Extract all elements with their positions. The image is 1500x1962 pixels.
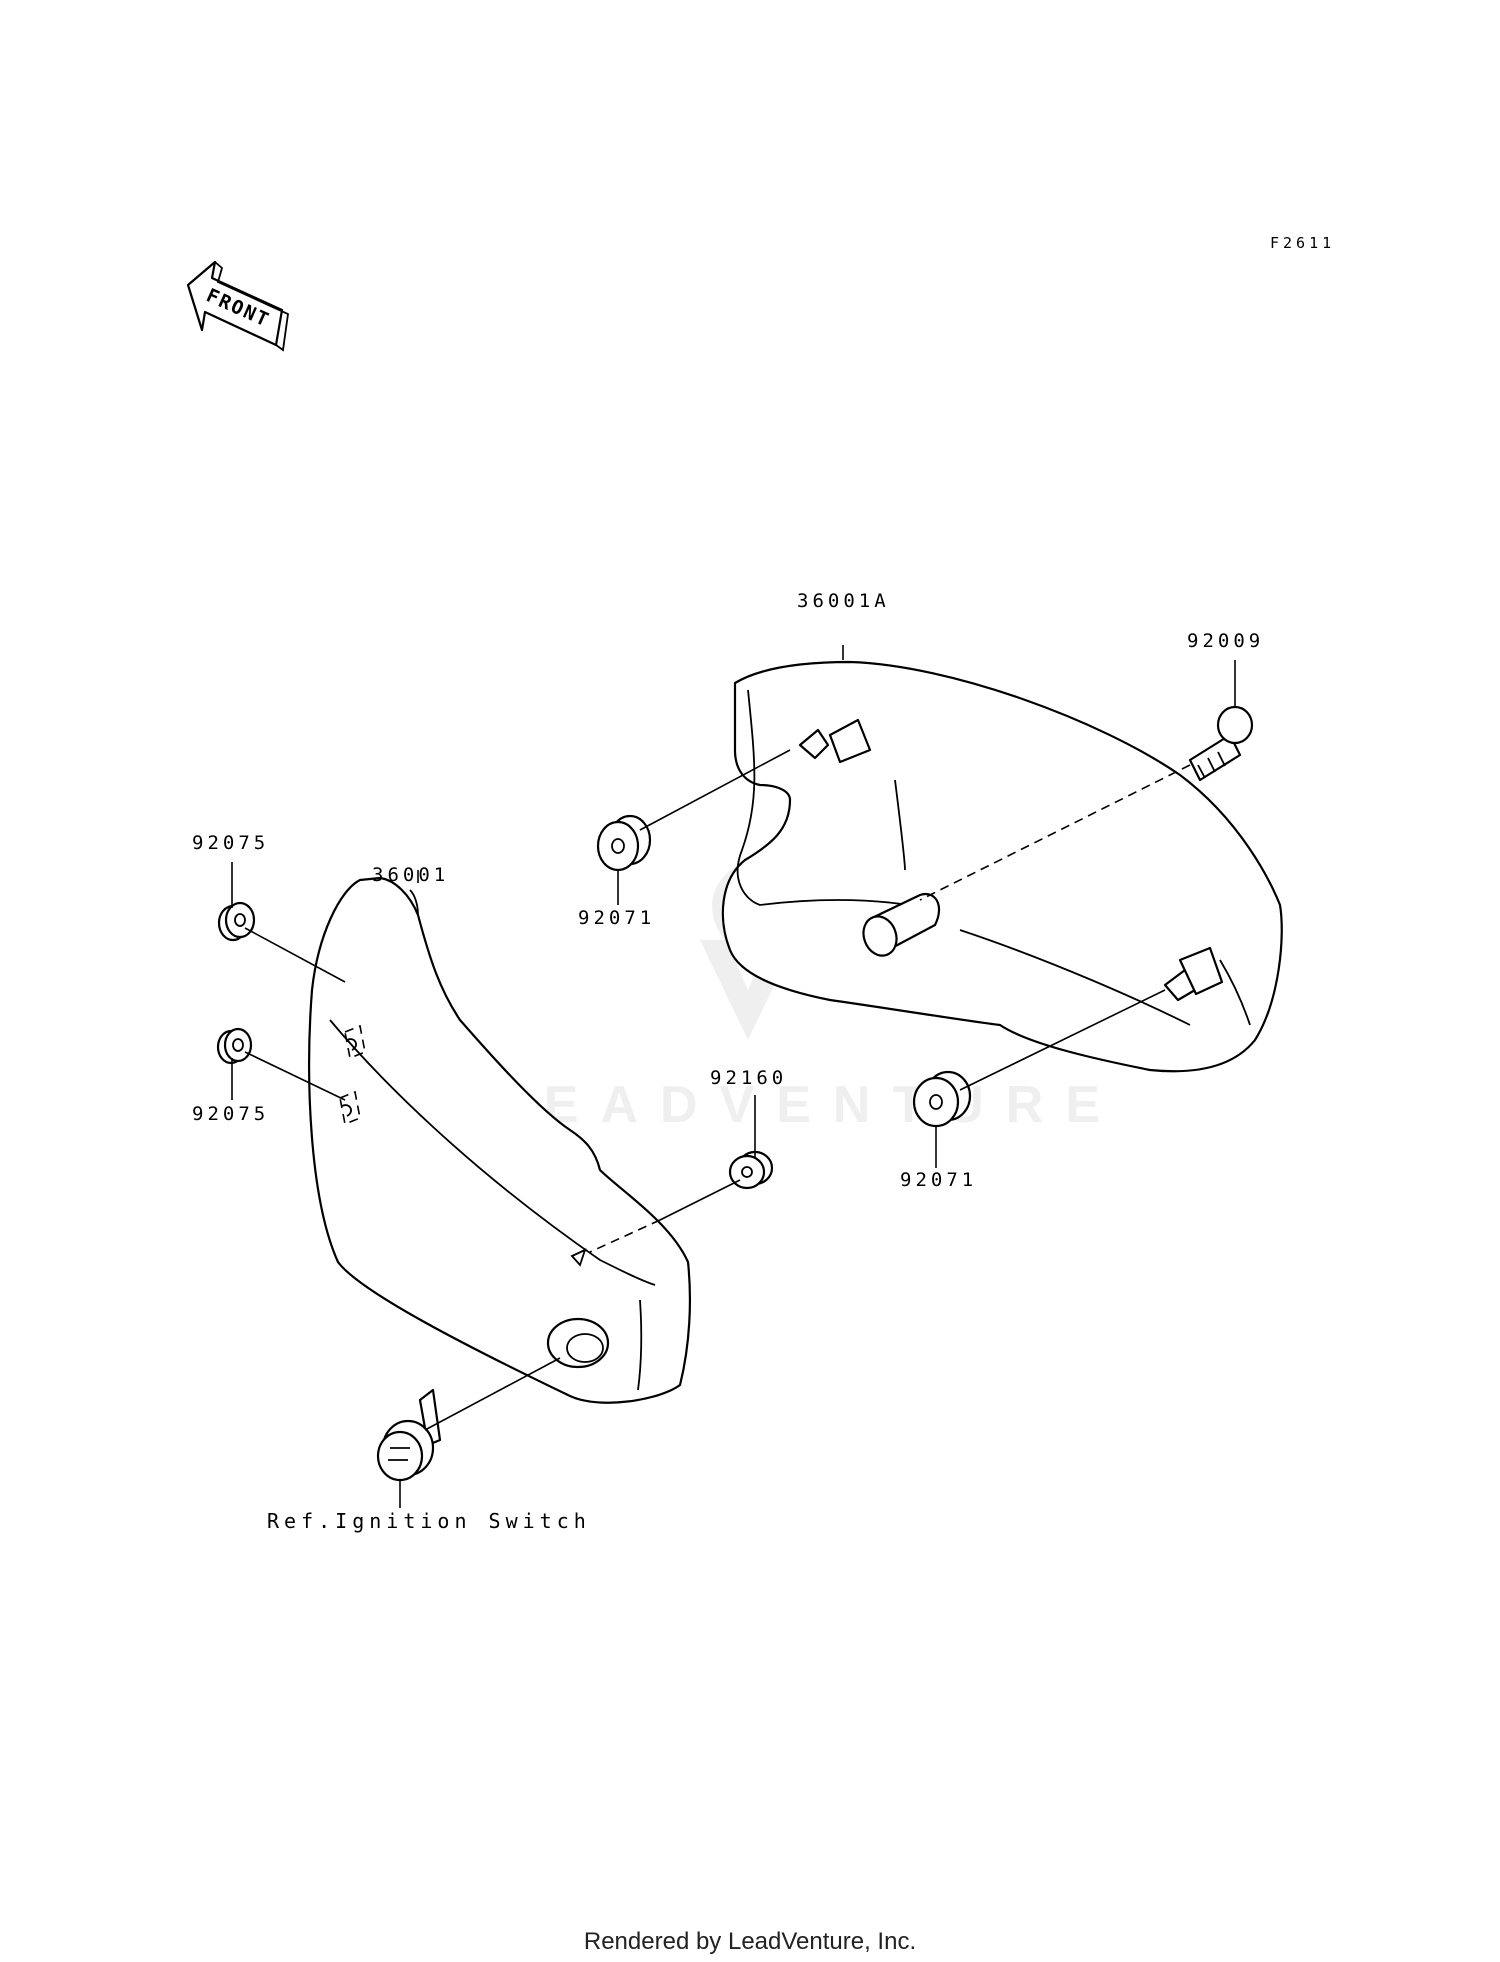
callout-92075-top: 92075	[192, 832, 269, 854]
ignition-switch	[376, 1388, 442, 1482]
callout-92160: 92160	[710, 1067, 787, 1089]
grommet-left-bottom	[216, 1027, 253, 1065]
footer: Rendered by LeadVenture, Inc.	[583, 1928, 917, 1955]
leader-lines	[231, 645, 1236, 1508]
callout-92071-upper: 92071	[578, 907, 655, 929]
figure-code: F2611	[1270, 234, 1335, 252]
callout-36001a: 36001A	[797, 590, 890, 612]
grommet-left-top	[217, 901, 256, 942]
bolt	[1188, 705, 1254, 782]
callout-36001: 36001	[372, 864, 449, 886]
reference-note: Ref.Ignition Switch	[267, 1509, 591, 1533]
watermark-text: LEADVENTURE	[490, 1076, 1122, 1134]
callout-92075-bottom: 92075	[192, 1103, 269, 1125]
callout-92009: 92009	[1187, 630, 1264, 652]
right-side-cover	[721, 660, 1283, 1073]
grommet-right-lower	[912, 1070, 972, 1128]
front-arrow-icon: FRONT	[186, 260, 289, 352]
left-side-cover	[308, 876, 692, 1404]
callout-92071-lower: 92071	[900, 1169, 977, 1191]
grommet-right-upper	[596, 814, 652, 872]
